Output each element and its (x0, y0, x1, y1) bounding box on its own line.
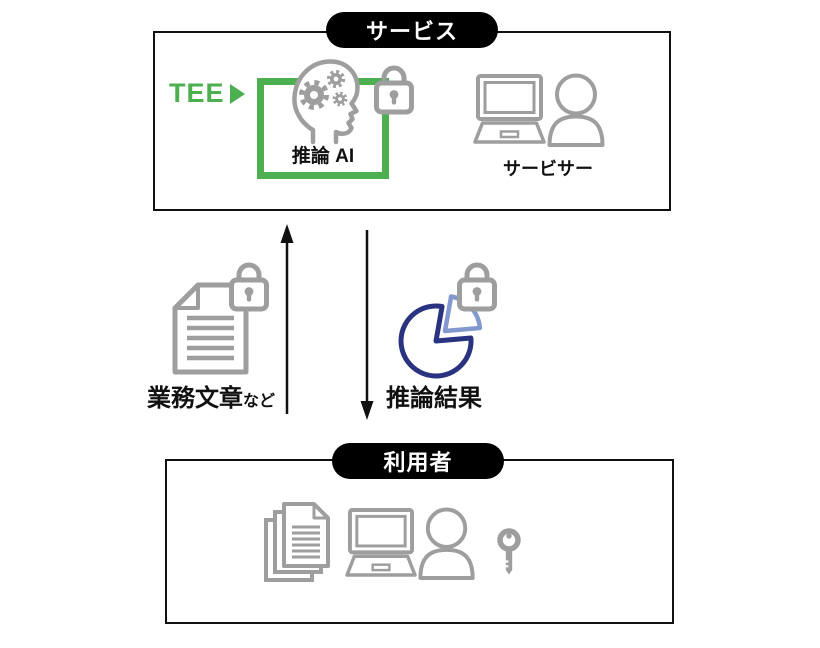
download-arrow-icon (360, 230, 374, 420)
tee-label: TEE (169, 78, 225, 108)
documents-stack-icon (264, 502, 330, 582)
gear-large-icon (299, 80, 329, 110)
user-badge: 利用者 (332, 443, 504, 479)
servicer-person-laptop-icon (473, 73, 605, 147)
user-badge-label: 利用者 (383, 450, 453, 475)
input-data-label-main: 業務文章 (147, 385, 243, 412)
service-badge: サービス (326, 12, 498, 48)
service-badge-label: サービス (365, 19, 458, 44)
input-data-label: 業務文章など (147, 378, 275, 413)
locked-document-icon (172, 260, 277, 375)
key-icon (497, 528, 521, 575)
locked-pie-chart-icon (398, 260, 503, 379)
inference-ai-label: 推論 AI (291, 146, 355, 167)
padlock-icon (372, 64, 416, 116)
user-box (165, 459, 674, 624)
padlock-icon (232, 265, 267, 309)
ai-head-gears-icon (292, 59, 360, 145)
servicer-label: サービサー (503, 159, 593, 179)
user-person-laptop-icon (345, 507, 475, 580)
padlock-icon (460, 265, 495, 309)
gear-small-icon (326, 69, 346, 89)
document-text-lines (187, 315, 234, 361)
upload-arrow-icon (280, 224, 294, 414)
tee-pointer-icon (229, 83, 245, 104)
output-result-label: 推論結果 (386, 385, 482, 412)
tee-label-group: TEE (169, 78, 245, 109)
gear-tiny-icon (332, 91, 348, 107)
document-text-lines (292, 525, 320, 559)
input-data-label-suffix: など (243, 393, 276, 410)
